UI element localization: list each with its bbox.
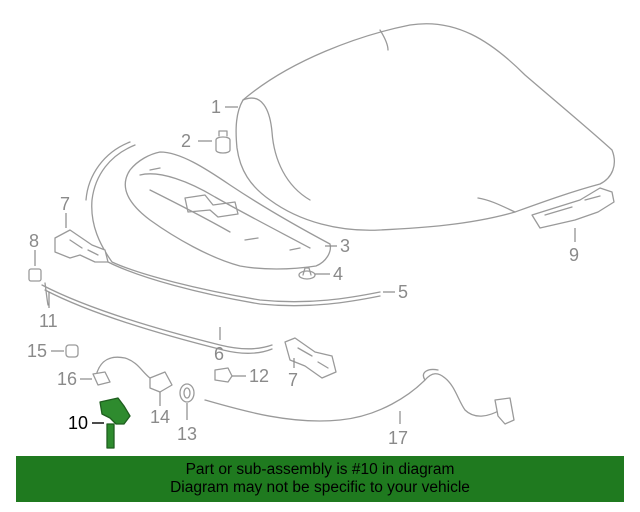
hinge-left (54, 229, 109, 263)
leader-lines (34, 106, 576, 424)
clip (298, 267, 316, 280)
hinge-right (284, 337, 337, 379)
hood-bumper (215, 130, 231, 154)
callout-3: 3 (340, 236, 350, 256)
seal-strip (85, 141, 381, 307)
callout-4: 4 (333, 264, 343, 284)
cap (65, 344, 79, 358)
callout-11: 11 (39, 311, 58, 331)
callout-1: 1 (211, 97, 221, 117)
callout-16: 16 (57, 369, 77, 389)
callout-6: 6 (214, 344, 224, 364)
callout-7-right: 7 (288, 370, 298, 390)
callout-14: 14 (150, 407, 170, 427)
part-info-banner: Part or sub-assembly is #10 in diagram D… (16, 456, 624, 502)
cable-end (92, 356, 151, 386)
plug (28, 268, 42, 282)
callout-2: 2 (181, 131, 191, 151)
callout-9: 9 (569, 245, 579, 265)
callout-labels: 1 2 3 4 5 6 7 7 8 9 10 11 12 13 14 15 16… (27, 97, 579, 448)
callout-15: 15 (27, 341, 47, 361)
grommet (214, 367, 233, 383)
banner-line-1: Part or sub-assembly is #10 in diagram (185, 461, 455, 478)
callout-8: 8 (29, 231, 39, 251)
support-rod (44, 282, 49, 306)
banner-line-2: Diagram may not be specific to your vehi… (170, 479, 470, 496)
callout-5: 5 (398, 282, 408, 302)
hood-rod-seal (41, 284, 273, 354)
callout-10: 10 (68, 413, 88, 433)
hood-panel (235, 23, 615, 231)
cable-bracket (149, 371, 173, 393)
latch-bracket (531, 187, 615, 229)
release-cable (204, 368, 515, 425)
insulator-pad (124, 151, 332, 270)
callout-12: 12 (249, 366, 269, 386)
ring-clip (179, 383, 195, 403)
callout-7-left: 7 (60, 194, 70, 214)
prop-latch-part-10 (99, 397, 131, 449)
callout-13: 13 (177, 424, 197, 444)
callout-17: 17 (388, 428, 408, 448)
